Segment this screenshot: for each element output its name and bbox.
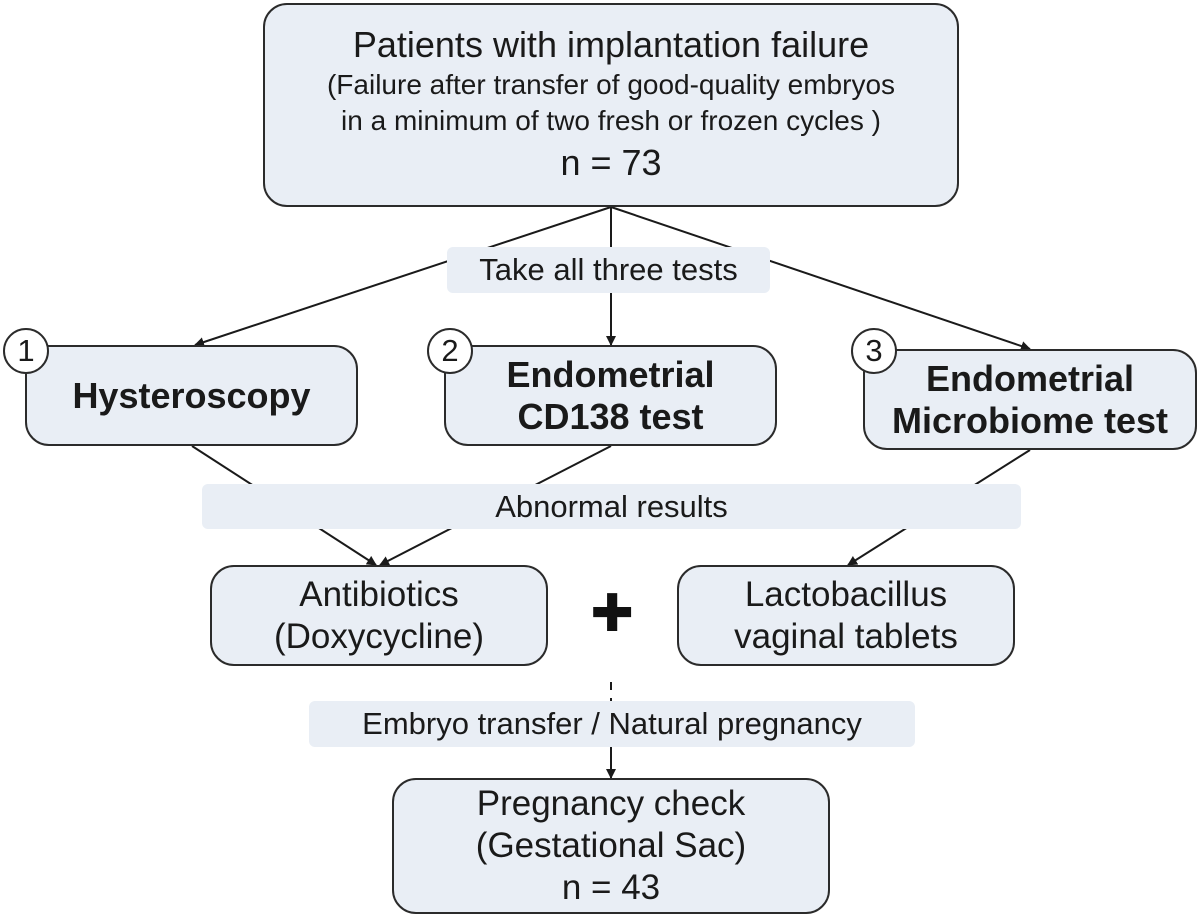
step-badge-1: 1 <box>3 328 49 374</box>
cd138-label-line2: CD138 test <box>517 395 704 437</box>
arrow-to-hysteroscopy <box>194 206 612 347</box>
patients-count: n = 73 <box>560 142 662 183</box>
plus-symbol: ✚ <box>590 585 634 643</box>
take-tests-text: Take all three tests <box>479 252 738 287</box>
hysteroscopy-box: Hysteroscopy <box>25 345 358 446</box>
microbiome-label-line2: Microbiome test <box>891 399 1169 441</box>
step-badge-3: 3 <box>851 328 897 374</box>
lactobacillus-label-line1: Lactobacillus <box>744 574 948 614</box>
antibiotics-label-line1: Antibiotics <box>299 574 459 614</box>
embryo-transfer-text: Embryo transfer / Natural pregnancy <box>362 706 862 741</box>
microbiome-label-line1: Endometrial <box>925 357 1135 399</box>
pregnancy-check-title: Pregnancy check <box>476 784 746 823</box>
embryo-transfer-label: Embryo transfer / Natural pregnancy <box>309 701 915 747</box>
patients-criteria-line2: in a minimum of two fresh or frozen cycl… <box>341 105 881 136</box>
arrow-to-microbiome <box>610 206 1031 351</box>
step-badge-2: 2 <box>427 328 473 374</box>
take-tests-label: Take all three tests <box>447 247 770 293</box>
step-number-2: 2 <box>441 333 459 368</box>
patients-title: Patients with implantation failure <box>352 24 870 65</box>
cd138-box: Endometrial CD138 test <box>444 345 777 446</box>
step-number-1: 1 <box>17 333 35 368</box>
patients-criteria-line1: (Failure after transfer of good-quality … <box>326 69 896 100</box>
abnormal-results-label: Abnormal results <box>202 484 1021 529</box>
antibiotics-label-line2: (Doxycycline) <box>273 616 485 656</box>
pregnancy-count: n = 43 <box>561 868 661 907</box>
pregnancy-check-subtitle: (Gestational Sac) <box>475 826 747 865</box>
abnormal-results-text: Abnormal results <box>495 488 728 524</box>
step-number-3: 3 <box>865 333 883 368</box>
patients-box: Patients with implantation failure (Fail… <box>263 3 959 207</box>
lactobacillus-label-line2: vaginal tablets <box>734 616 958 656</box>
lactobacillus-box: Lactobacillus vaginal tablets <box>677 565 1015 666</box>
plus-icon: ✚ <box>586 588 638 640</box>
hysteroscopy-label: Hysteroscopy <box>72 374 311 416</box>
cd138-label-line1: Endometrial <box>506 353 715 395</box>
pregnancy-check-box: Pregnancy check (Gestational Sac) n = 43 <box>392 778 830 914</box>
microbiome-box: Endometrial Microbiome test <box>863 349 1197 450</box>
antibiotics-box: Antibiotics (Doxycycline) <box>210 565 548 666</box>
